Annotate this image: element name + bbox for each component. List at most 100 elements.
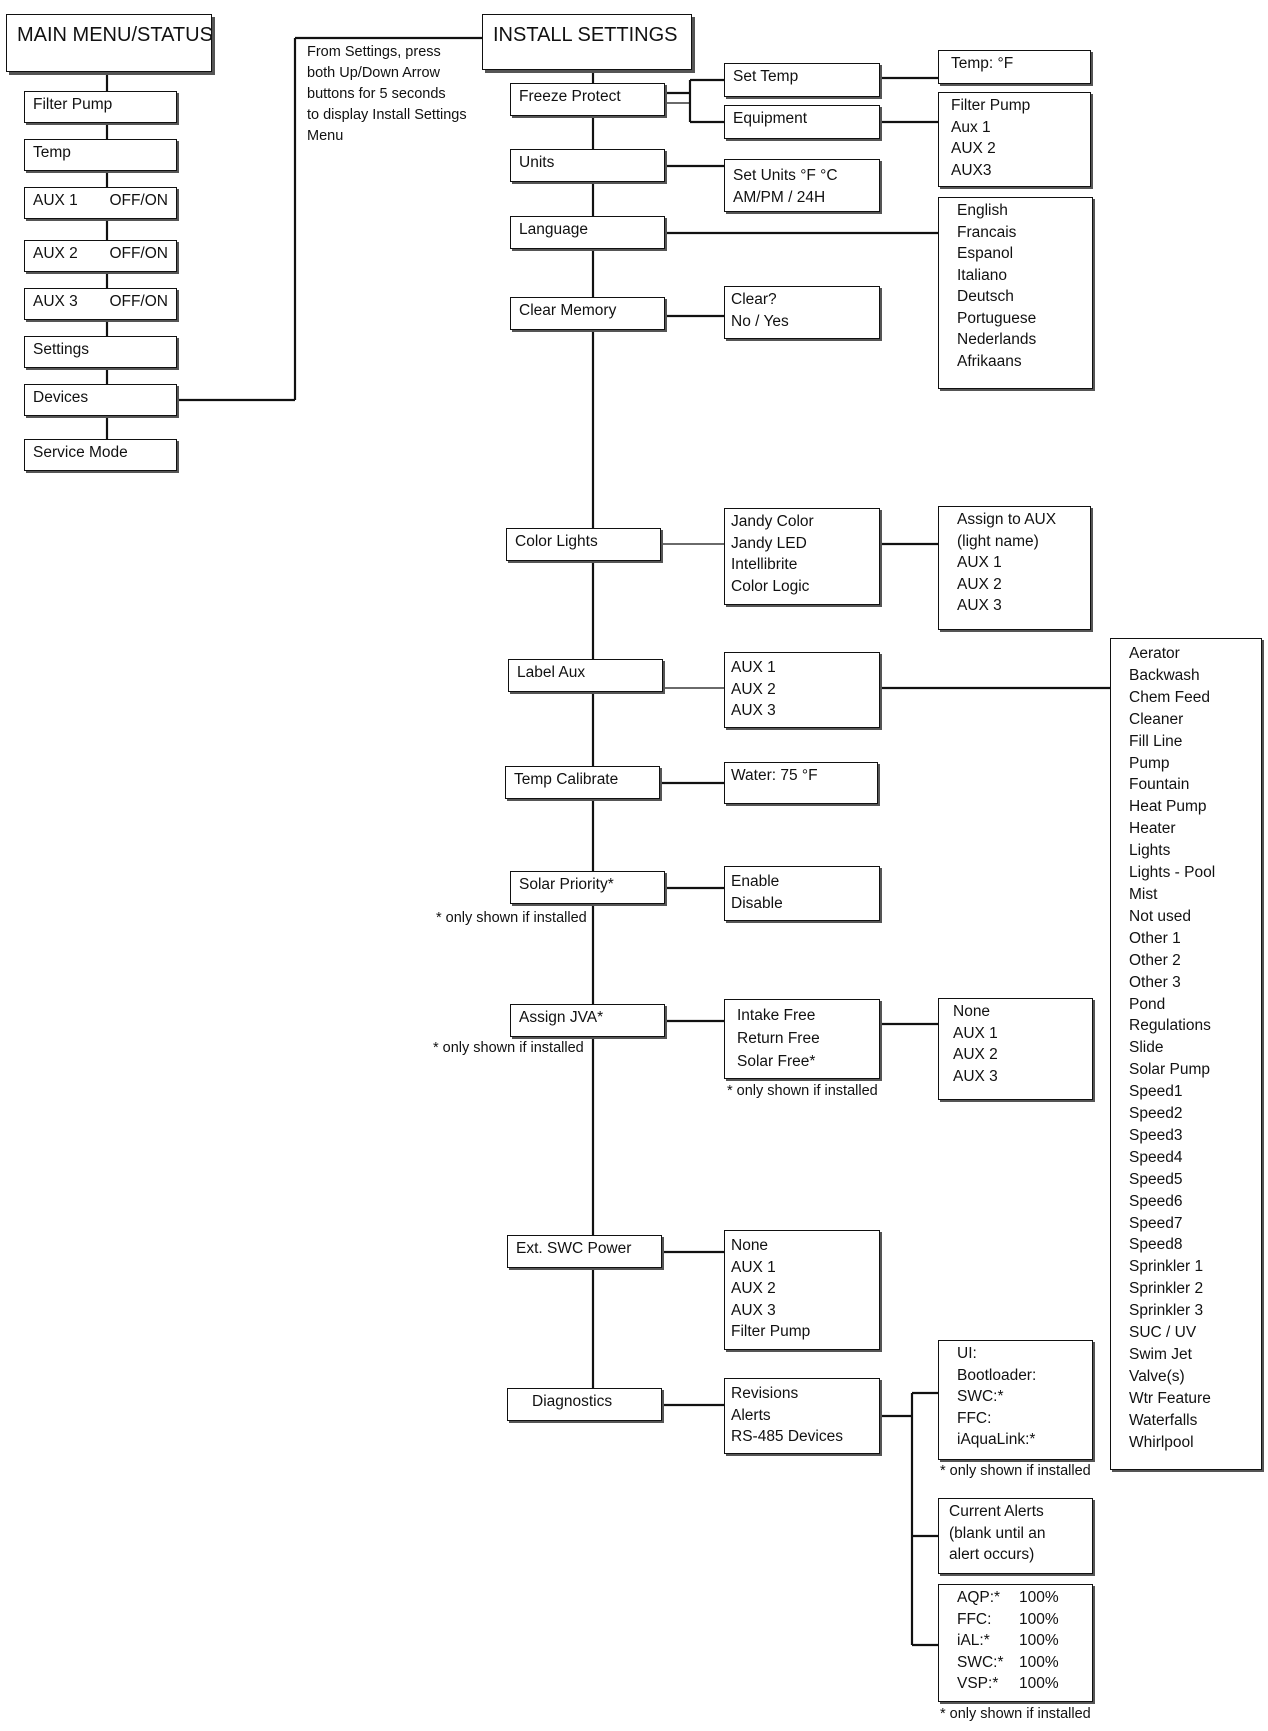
main-item-filter-pump: Filter Pump — [24, 91, 177, 123]
install-settings-instructions: From Settings, press both Up/Down Arrow … — [307, 42, 467, 147]
install-item-solar-priority: Solar Priority* — [510, 871, 665, 904]
rs485-item: AQP:*100% — [957, 1587, 1084, 1609]
install-item-clear-memory: Clear Memory — [510, 297, 665, 330]
aux-label-option: Other 2 — [1129, 951, 1181, 969]
solar-priority-options: Enable Disable — [724, 866, 880, 921]
installed-note-revisions: * only shown if installed — [940, 1463, 1091, 1479]
install-item-freeze-protect: Freeze Protect — [510, 83, 665, 116]
jva-assign-option: None — [953, 1003, 991, 1020]
label-aux-option: AUX 3 — [731, 702, 776, 719]
aux-2-label: AUX 2 — [33, 245, 78, 262]
installed-note-jva: * only shown if installed — [433, 1040, 584, 1056]
swc-power-option: Filter Pump — [731, 1323, 811, 1340]
installed-note-jva-options: * only shown if installed — [727, 1083, 878, 1099]
aux-label-option: Sprinkler 3 — [1129, 1302, 1204, 1320]
aux-label-option: Aerator — [1129, 645, 1180, 662]
aux-label-option: Pond — [1129, 995, 1166, 1013]
install-settings-title: INSTALL SETTINGS — [482, 14, 692, 70]
swc-power-option: AUX 3 — [731, 1301, 776, 1319]
temp-unit-box: Temp: °F — [938, 50, 1091, 84]
diagnostics-options: Revisions Alerts RS-485 Devices — [724, 1378, 880, 1454]
aux-label-option: Other 3 — [1129, 973, 1181, 991]
aux-label-option: Speed5 — [1129, 1170, 1183, 1188]
main-item-aux-2: AUX 2 OFF/ON — [24, 240, 177, 272]
rs485-value: 100% — [1019, 1675, 1059, 1692]
jva-option: Return Free — [737, 1030, 820, 1047]
assign-aux-option: (light name) — [957, 532, 1039, 550]
language-option: Portuguese — [957, 309, 1037, 327]
aux-label-option: Valve(s) — [1129, 1367, 1185, 1385]
aux-label-option: Speed4 — [1129, 1148, 1183, 1166]
language-option: Italiano — [957, 266, 1007, 284]
rs485-devices-list: AQP:*100% FFC: 100% iAL:*100% SWC:* 100% V… — [938, 1584, 1093, 1702]
language-option: Francais — [957, 223, 1017, 241]
aux-label-option: Speed1 — [1129, 1083, 1183, 1101]
rs485-device: FFC: — [957, 1610, 992, 1628]
units-option: AM/PM / 24H — [733, 188, 826, 206]
rs485-item: FFC: 100% — [957, 1609, 1084, 1631]
rs485-value: 100% — [1019, 1610, 1059, 1628]
aux-label-option: Speed8 — [1129, 1236, 1183, 1254]
main-item-devices: Devices — [24, 384, 177, 416]
language-option: Nederlands — [957, 331, 1037, 348]
jva-option: Intake Free — [737, 1007, 816, 1024]
alerts-box: Current Alerts (blank until an alert occ… — [938, 1498, 1093, 1574]
rs485-item: SWC:* 100% — [957, 1652, 1084, 1674]
install-item-label-aux: Label Aux — [508, 659, 663, 692]
freeze-equipment-option: Aux 1 — [951, 118, 991, 136]
light-type: Jandy Color — [731, 513, 814, 530]
jva-options: Intake Free Return Free Solar Free* — [724, 999, 880, 1079]
aux-label-option: Speed7 — [1129, 1214, 1183, 1232]
freeze-equipment-option: AUX3 — [951, 161, 992, 179]
alerts-line: (blank until an — [949, 1524, 1046, 1542]
light-type-options: Jandy Color Jandy LED Intellibrite Color… — [724, 508, 880, 605]
aux-2-state: OFF/ON — [109, 245, 168, 262]
aux-3-state: OFF/ON — [109, 293, 168, 310]
main-item-settings: Settings — [24, 336, 177, 368]
install-item-color-lights: Color Lights — [506, 528, 661, 561]
rs485-item: VSP:* 100% — [957, 1673, 1084, 1695]
swc-power-option: AUX 1 — [731, 1258, 776, 1276]
aux-label-option: Waterfalls — [1129, 1411, 1198, 1429]
aux-label-option: Sprinkler 1 — [1129, 1258, 1204, 1276]
revision-item: iAquaLink:* — [957, 1431, 1036, 1448]
instruction-line: Menu — [307, 128, 344, 144]
aux-label-option: Swim Jet — [1129, 1346, 1192, 1363]
freeze-equipment-option: Filter Pump — [951, 97, 1031, 114]
rs485-device: SWC:* — [957, 1653, 1004, 1671]
aux-label-option: Whirlpool — [1129, 1433, 1194, 1451]
assign-aux-option: Assign to AUX — [957, 511, 1057, 528]
aux-label-option: Wtr Feature — [1129, 1389, 1211, 1407]
aux-label-option: Other 1 — [1129, 929, 1181, 947]
language-option: English — [957, 202, 1008, 219]
aux-label-option: Chem Feed — [1129, 688, 1210, 706]
temp-calibrate-value: Water: 75 °F — [724, 762, 878, 804]
install-item-units: Units — [510, 149, 665, 182]
diagnostics-option: Revisions — [731, 1385, 799, 1402]
diagnostics-option: Alerts — [731, 1406, 771, 1424]
rs485-device: VSP:* — [957, 1675, 999, 1692]
revision-item: FFC: — [957, 1409, 992, 1427]
installed-note-solar: * only shown if installed — [436, 910, 587, 926]
freeze-equipment-option: AUX 2 — [951, 140, 996, 157]
aux-label-option: Fountain — [1129, 776, 1190, 794]
aux-label-option: Lights - Pool — [1129, 864, 1216, 882]
install-item-temp-calibrate: Temp Calibrate — [505, 766, 660, 799]
revisions-list: UI: Bootloader: SWC:* FFC: iAquaLink:* — [938, 1340, 1093, 1460]
rs485-value: 100% — [1019, 1653, 1059, 1671]
instruction-line: to display Install Settings — [307, 107, 467, 123]
aux-label-option: Pump — [1129, 754, 1170, 772]
aux-label-option: Slide — [1129, 1039, 1164, 1057]
install-item-assign-jva: Assign JVA* — [510, 1004, 665, 1037]
clear-memory-option: Clear? — [731, 291, 777, 308]
aux-label-option: Speed3 — [1129, 1126, 1183, 1144]
language-option: Espanol — [957, 245, 1014, 262]
aux-label-option: Speed6 — [1129, 1192, 1183, 1210]
aux-label-option: Not used — [1129, 907, 1192, 925]
main-menu-title: MAIN MENU/STATUS — [6, 14, 213, 72]
assign-aux-option: AUX 1 — [957, 554, 1002, 571]
aux-3-label: AUX 3 — [33, 293, 78, 310]
rs485-item: iAL:*100% — [957, 1630, 1084, 1652]
